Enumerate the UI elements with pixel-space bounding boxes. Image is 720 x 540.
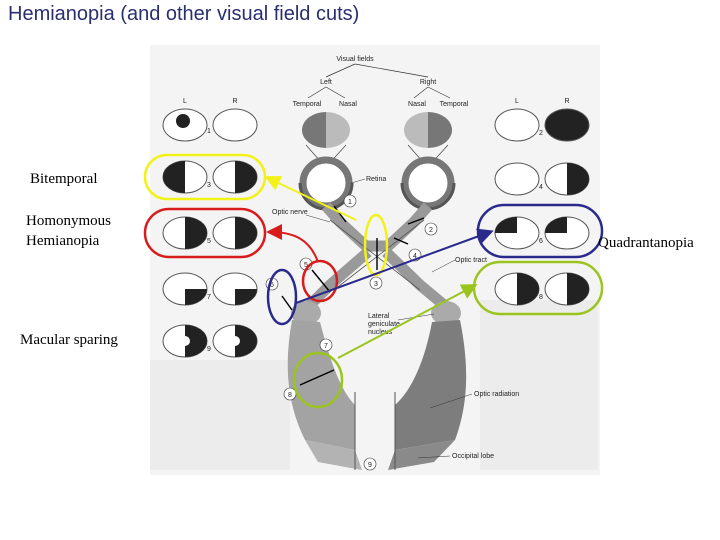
lesion-number-8: 8 (283, 387, 297, 401)
diagram-label: 5 (207, 238, 211, 245)
lesion-cut-5 (311, 269, 331, 293)
left-optic-tract (306, 247, 372, 309)
yellow-highlight-chiasm (363, 213, 389, 277)
diagram-label: 2 (539, 130, 543, 137)
lgn-label-2: geniculate (368, 321, 400, 328)
bitemporal-label: Bitemporal (30, 171, 98, 187)
occipital-lobe-label: Occipital lobe (452, 453, 494, 460)
diagram-label: 7 (324, 343, 328, 350)
left-lgn (291, 301, 321, 325)
left-column-r-label: R (232, 98, 237, 105)
diagram-label: 6 (270, 282, 274, 289)
homonymous-label-line2: Hemianopia (26, 233, 100, 249)
lesion-number-7: 7 (319, 338, 333, 352)
field-pair-9: 9 (162, 324, 258, 358)
left-visual-field-globe (302, 112, 350, 148)
field-pair-8: 8 (494, 272, 590, 306)
left-field-label: Left (320, 79, 332, 86)
right-column-l-label: L (515, 98, 519, 105)
red-highlight-tract (301, 259, 339, 303)
field-pair-4: 4 (494, 162, 590, 196)
blue-highlight-lgn (266, 268, 298, 326)
diagram-label: 9 (207, 346, 211, 353)
visual-fields-label: Visual fields (336, 56, 374, 63)
lesion-number-3: 3 (369, 276, 383, 290)
right-optic-tract (382, 248, 448, 310)
diagram-label: 3 (207, 182, 211, 189)
field-pair-6: 6 (494, 216, 590, 250)
right-lgn (431, 301, 461, 325)
green-highlight-radiation (292, 351, 344, 409)
diagram-label: 2 (429, 227, 433, 234)
lesion-cut-6 (281, 295, 293, 311)
left-occipital-lobe (305, 440, 362, 470)
diagram-label: 8 (539, 294, 543, 301)
slide-title: Hemianopia (and other visual field cuts) (8, 3, 360, 25)
yellow-arrow (264, 175, 357, 221)
right-eye (400, 156, 456, 211)
left-optic-nerve (321, 202, 372, 253)
optic-tract-label: Optic tract (455, 257, 487, 264)
temporal-right-label: Temporal (440, 101, 469, 108)
red-arrow (266, 224, 319, 263)
figure-text-area-right (480, 300, 598, 470)
temporal-left-label: Temporal (293, 101, 322, 108)
right-field-label: Right (420, 79, 436, 86)
homonymous-label-line1: Homonymous (26, 213, 112, 229)
nasal-right-label: Nasal (408, 101, 426, 108)
diagram-label: 6 (539, 238, 543, 245)
nasal-left-label: Nasal (339, 101, 357, 108)
lesion-cut-2 (407, 217, 425, 225)
header-line-right (354, 63, 429, 78)
quadrantanopia-label: Quadrantanopia (598, 235, 694, 251)
diagram-label: 5 (304, 262, 308, 269)
macular-sparing-label: Macular sparing (20, 332, 118, 348)
optic-radiation-label: Optic radiation (474, 391, 519, 398)
lgn-label-1: Lateral (368, 313, 390, 320)
right-occipital-lobe (388, 440, 455, 470)
figure-text-area (150, 360, 290, 470)
lgn-label-3: nucleus (368, 329, 393, 336)
diagram-label: 3 (374, 281, 378, 288)
left-column-l-label: L (183, 98, 187, 105)
diagram-label: 4 (539, 184, 543, 191)
blue-arrow (295, 228, 494, 304)
field-pair-7: 7 (162, 272, 258, 306)
lesion-cut-4 (393, 237, 409, 245)
diagram-label: 4 (413, 253, 417, 260)
diagram-label: 1 (207, 128, 211, 135)
field-pair-5: 5 (162, 216, 258, 250)
lesion-number-2: 2 (424, 222, 438, 236)
diagram-label: 1 (348, 199, 352, 206)
diagram-label: 9 (368, 462, 372, 469)
lesion-number-9: 9 (363, 457, 377, 471)
diagram-label: 8 (288, 392, 292, 399)
right-optic-radiation (395, 320, 467, 450)
optic-nerve-label: Optic nerve (272, 209, 308, 216)
green-arrow (337, 284, 478, 359)
right-visual-field-globe (404, 112, 452, 148)
field-pair-1: 1 (162, 108, 258, 142)
lesion-cut-8 (299, 369, 335, 386)
field-pair-2: 2 (494, 108, 590, 142)
left-optic-radiation (287, 320, 355, 450)
diagram-label: 7 (207, 294, 211, 301)
lesion-cut-1 (333, 205, 347, 223)
retina-label: Retina (366, 176, 386, 183)
field-pair-3: 3 (162, 160, 258, 194)
lesion-number-1: 1 (343, 194, 357, 208)
red-highlight-homonymous (143, 207, 267, 259)
right-column-r-label: R (564, 98, 569, 105)
header-line-left (325, 63, 356, 78)
